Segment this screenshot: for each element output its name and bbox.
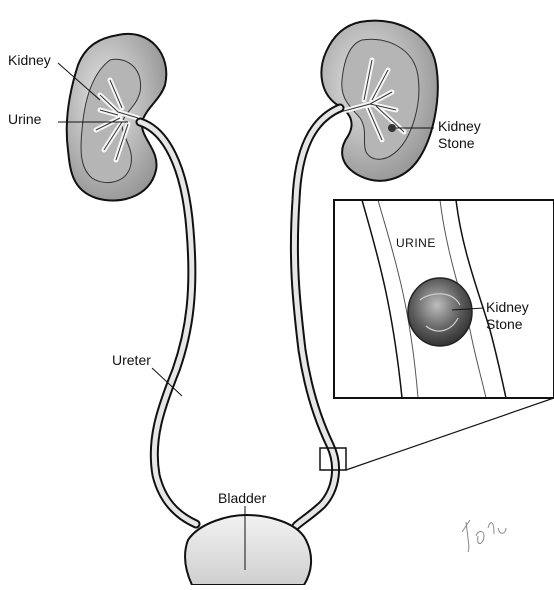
- bladder: [185, 515, 311, 585]
- left-kidney: [67, 34, 167, 201]
- label-kidney-stone: Kidney Stone: [438, 118, 481, 152]
- label-kidney-stone-inset: Kidney Stone: [486, 299, 529, 333]
- label-ureter: Ureter: [112, 352, 151, 369]
- label-bladder: Bladder: [218, 490, 266, 507]
- label-urine-inset: URINE: [396, 235, 436, 252]
- label-kidney: Kidney: [8, 52, 51, 69]
- kidney-stone-inset: [408, 278, 472, 346]
- right-kidney: [321, 21, 437, 181]
- artist-signature: [462, 520, 506, 552]
- label-urine: Urine: [8, 111, 41, 128]
